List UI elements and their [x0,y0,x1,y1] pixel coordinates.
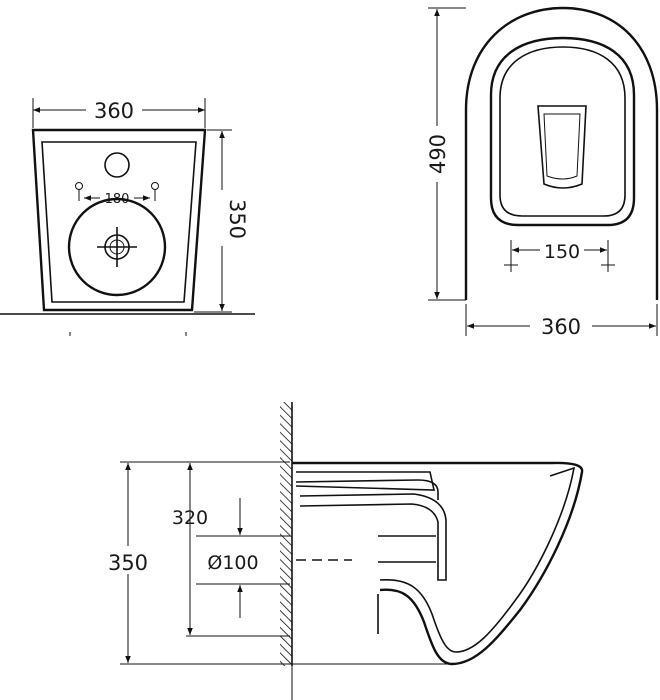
top-rim-outer [489,36,636,227]
top-bowl-outlet-outer [537,105,587,189]
front-outlet-circle [67,197,167,297]
side-bowl-inner [379,466,576,653]
side-rim-top [295,471,436,491]
top-length-label: 490 [426,134,450,174]
side-wall-hatch [280,402,292,666]
front-view: 180 360 350 [0,96,255,336]
front-body-inner [41,141,197,303]
top-bowl-outlet-inner [543,113,581,180]
top-view: 490 150 360 [424,6,659,339]
front-bolt-right [151,182,159,201]
top-rim-inner [499,46,626,217]
front-bolt-left [75,182,83,201]
top-bolt-right [601,240,615,272]
side-inlet-height-label: 320 [172,507,208,529]
front-outlet-fitting [97,227,137,267]
front-body-outline [31,128,207,312]
side-rim-flush [299,493,447,581]
side-outlet-diameter-label: Ø100 [207,552,258,574]
top-bowl-outline [464,6,659,300]
side-height-label: 350 [108,551,148,575]
side-bowl-outer [292,461,584,666]
top-hole-spacing-label: 150 [544,241,580,263]
front-width-label: 360 [94,99,134,123]
top-width-label: 360 [541,315,581,339]
top-bolt-left [504,240,518,272]
front-top-hole [104,152,130,178]
front-height-label: 350 [225,199,249,239]
side-view: 350 320 Ø100 [100,402,584,700]
side-rim-channel [295,479,439,500]
